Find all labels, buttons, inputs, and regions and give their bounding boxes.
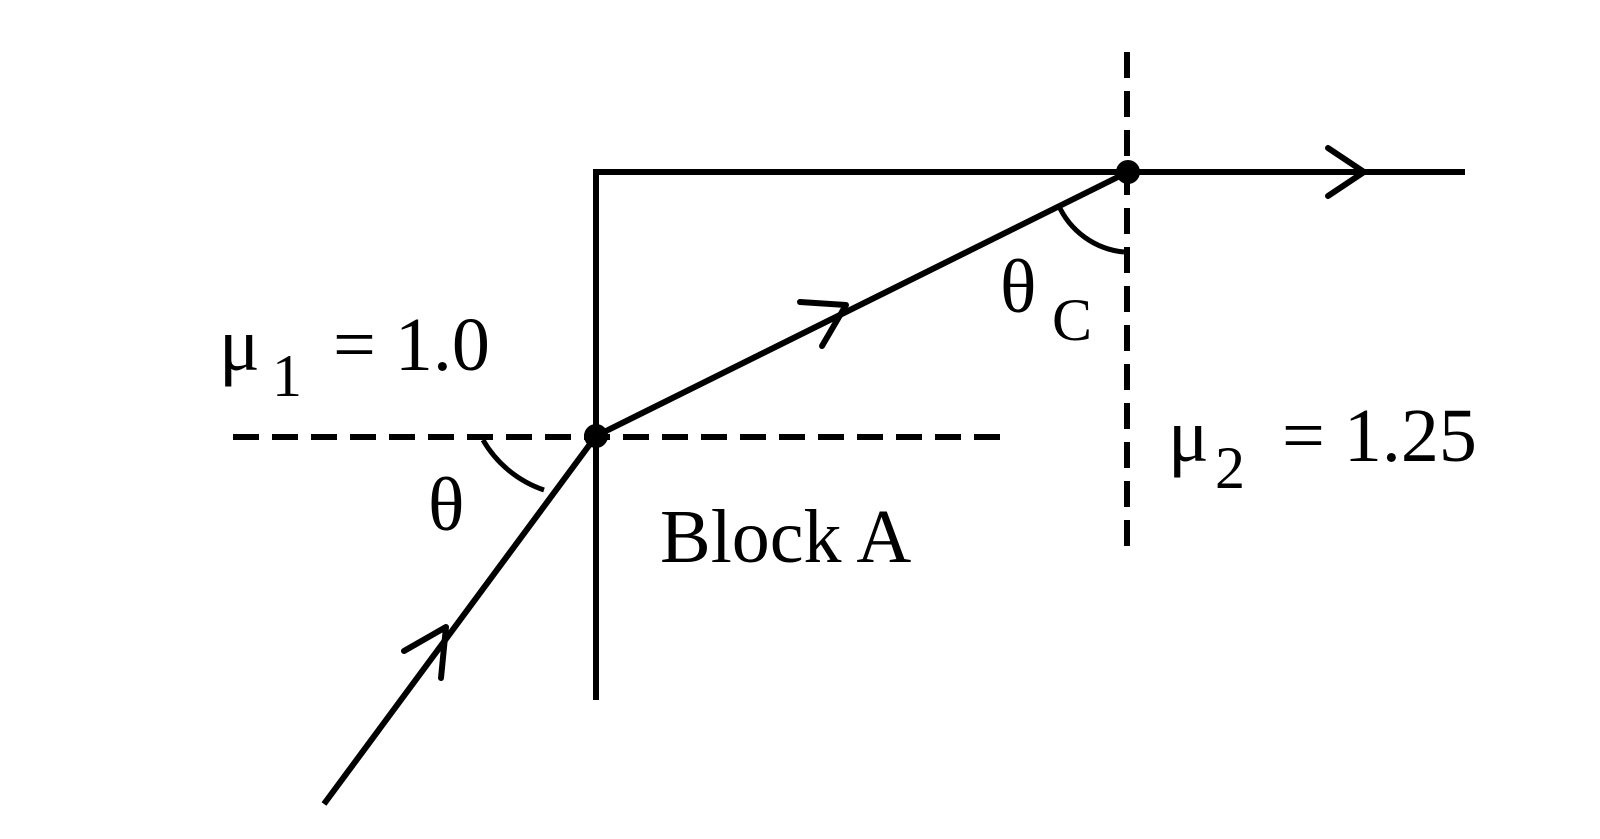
mu2-subscript: 2 [1215, 435, 1245, 501]
refracted-ray-arrow [797, 299, 849, 349]
incident-ray [321, 434, 599, 806]
incidence-point-first [584, 424, 608, 448]
mu2-value: = 1.25 [1282, 394, 1477, 478]
block-label: Block A [660, 495, 911, 579]
theta-c-symbol: θ [1000, 245, 1036, 329]
mu1-subscript: 1 [272, 343, 302, 409]
refracted-ray [594, 169, 1130, 439]
mu1-value: = 1.0 [333, 303, 490, 387]
incident-ray-arrow [401, 624, 449, 681]
emergent-ray-arrow [1325, 145, 1367, 199]
mu2-label: μ 2 = 1.25 [1168, 394, 1477, 501]
theta-c-angle-arc [1055, 202, 1125, 255]
theta-c-label: θ C [1000, 245, 1092, 353]
mu2-symbol: μ [1168, 394, 1209, 478]
theta-label: θ [428, 463, 464, 547]
theta-c-subscript: C [1052, 287, 1092, 353]
incidence-point-top [1116, 160, 1140, 184]
mu1-label: μ 1 = 1.0 [219, 303, 490, 409]
theta-angle-arc [480, 438, 545, 493]
mu1-symbol: μ [219, 303, 260, 387]
